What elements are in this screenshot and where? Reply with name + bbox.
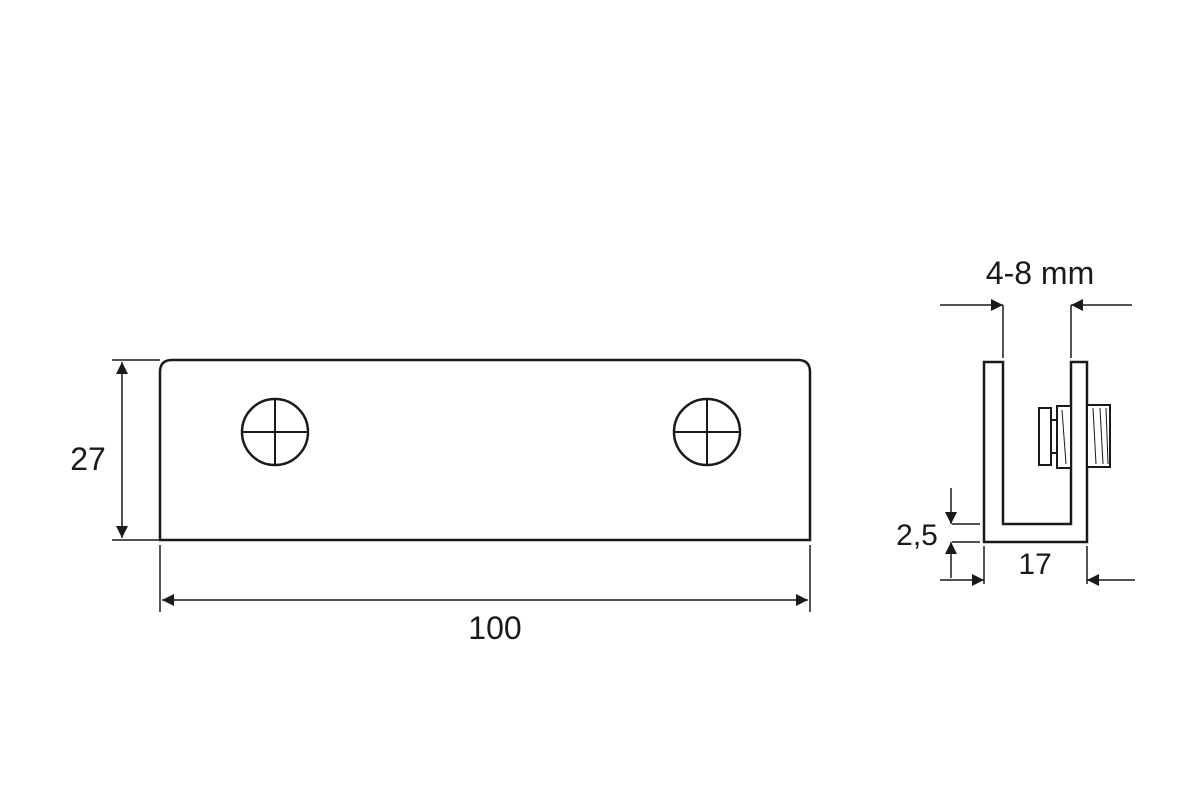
bracket-plate-outline — [158, 358, 812, 542]
base-thickness-dimension — [945, 488, 980, 578]
glass-thickness-label: 4-8 mm — [986, 255, 1094, 291]
screw-hole-left — [240, 397, 310, 467]
height-dimension — [112, 359, 160, 541]
set-screw — [1038, 404, 1111, 469]
base-thickness-label: 2,5 — [896, 519, 938, 552]
height-label: 27 — [70, 441, 106, 477]
side-view — [940, 299, 1135, 586]
u-channel-profile — [982, 360, 1089, 544]
screw-hole-right — [672, 397, 742, 467]
glass-thickness-dimension — [940, 299, 1132, 358]
front-view — [112, 358, 812, 612]
width-label: 17 — [1018, 548, 1051, 581]
width-dimension — [940, 546, 1135, 586]
length-dimension — [159, 545, 811, 612]
length-label: 100 — [468, 610, 521, 646]
